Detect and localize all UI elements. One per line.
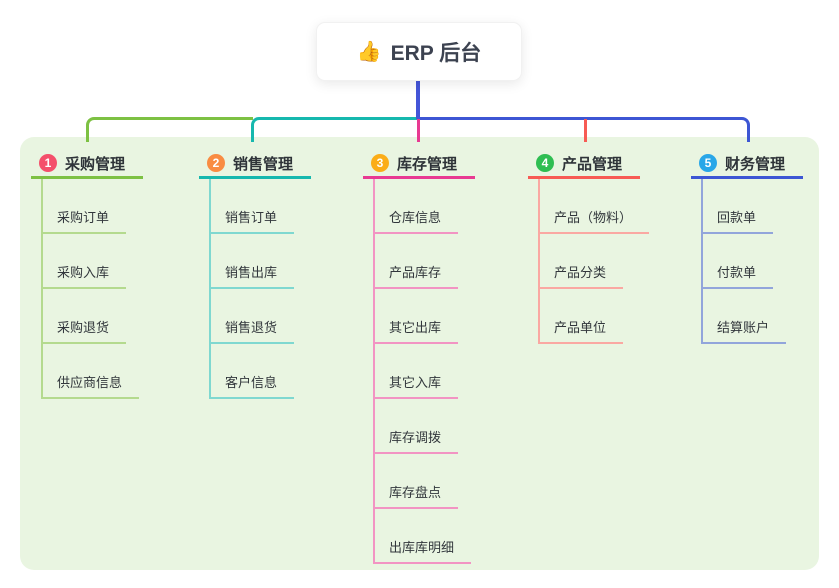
root-node[interactable]: 👍 ERP 后台 <box>316 22 522 81</box>
branch-3: 3 库存管理仓库信息产品库存其它出库其它入库库存调拨库存盘点出库库明细 <box>363 150 475 564</box>
branch-connector-line <box>419 117 750 142</box>
child-node[interactable]: 销售退货 <box>209 320 295 344</box>
child-node[interactable]: 销售出库 <box>209 265 295 289</box>
child-row: 产品库存 <box>373 234 475 289</box>
branch-number-badge: 4 <box>536 154 554 172</box>
branch-node[interactable]: 3 库存管理 <box>363 150 475 179</box>
thumbs-up-icon: 👍 <box>356 41 382 63</box>
branch-number-badge: 5 <box>699 154 717 172</box>
branch-number-badge: 3 <box>371 154 389 172</box>
child-node[interactable]: 回款单 <box>701 210 774 234</box>
branch-children: 产品（物料） 产品分类产品单位 <box>538 179 650 344</box>
child-node[interactable]: 产品单位 <box>538 320 624 344</box>
branch-children: 销售订单销售出库销售退货客户信息 <box>209 179 311 399</box>
child-row: 采购订单 <box>41 179 143 234</box>
branch-connector-drop <box>417 119 420 142</box>
child-node[interactable]: 采购订单 <box>41 210 127 234</box>
children-connector-line <box>538 179 540 344</box>
child-node[interactable]: 付款单 <box>701 265 774 289</box>
child-node[interactable]: 采购退货 <box>41 320 127 344</box>
child-node[interactable]: 其它出库 <box>373 320 459 344</box>
branch-title: 库存管理 <box>397 155 458 173</box>
branch-title: 采购管理 <box>65 155 126 173</box>
child-node[interactable]: 销售订单 <box>209 210 295 234</box>
branch-connector-line <box>251 117 419 142</box>
child-row: 采购入库 <box>41 234 143 289</box>
child-row: 回款单 <box>701 179 803 234</box>
branch-connector-drop <box>584 119 587 142</box>
child-node[interactable]: 结算账户 <box>701 320 787 344</box>
child-row: 采购退货 <box>41 289 143 344</box>
branch-node[interactable]: 5 财务管理 <box>691 150 803 179</box>
branch-4: 4 产品管理产品（物料） 产品分类产品单位 <box>528 150 650 344</box>
child-node[interactable]: 出库库明细 <box>373 540 472 564</box>
branch-number-badge: 2 <box>207 154 225 172</box>
child-row: 销售退货 <box>209 289 311 344</box>
child-row: 结算账户 <box>701 289 803 344</box>
child-node[interactable]: 供应商信息 <box>41 375 140 399</box>
child-row: 库存盘点 <box>373 454 475 509</box>
child-row: 客户信息 <box>209 344 311 399</box>
child-node[interactable]: 仓库信息 <box>373 210 459 234</box>
branch-children: 采购订单采购入库采购退货供应商信息 <box>41 179 143 399</box>
branch-2: 2 销售管理销售订单销售出库销售退货客户信息 <box>199 150 311 399</box>
child-row: 库存调拨 <box>373 399 475 454</box>
children-connector-line <box>209 179 211 399</box>
child-row: 产品单位 <box>538 289 649 344</box>
child-row: 付款单 <box>701 234 803 289</box>
child-row: 产品（物料） <box>538 179 650 234</box>
children-connector-line <box>373 179 375 564</box>
root-node-label: ERP 后台 <box>390 41 482 65</box>
branch-title: 产品管理 <box>562 155 623 173</box>
branch-5: 5 财务管理回款单付款单结算账户 <box>691 150 803 344</box>
child-row: 产品分类 <box>538 234 649 289</box>
branch-node[interactable]: 2 销售管理 <box>199 150 311 179</box>
child-node[interactable]: 采购入库 <box>41 265 127 289</box>
branch-node[interactable]: 4 产品管理 <box>528 150 640 179</box>
branch-title: 销售管理 <box>233 155 294 173</box>
child-row: 销售出库 <box>209 234 311 289</box>
branch-children: 回款单付款单结算账户 <box>701 179 803 344</box>
child-node[interactable]: 产品库存 <box>373 265 459 289</box>
branch-node[interactable]: 1 采购管理 <box>31 150 143 179</box>
child-row: 销售订单 <box>209 179 311 234</box>
child-node[interactable]: 客户信息 <box>209 375 295 399</box>
child-row: 仓库信息 <box>373 179 475 234</box>
branch-title: 财务管理 <box>725 155 786 173</box>
child-row: 出库库明细 <box>373 509 475 564</box>
child-node[interactable]: 产品分类 <box>538 265 624 289</box>
branch-1: 1 采购管理采购订单采购入库采购退货供应商信息 <box>31 150 143 399</box>
root-connector-line <box>416 81 420 119</box>
child-row: 供应商信息 <box>41 344 143 399</box>
branch-number-badge: 1 <box>39 154 57 172</box>
child-row: 其它入库 <box>373 344 475 399</box>
branch-connector-line <box>86 117 253 142</box>
child-node[interactable]: 产品（物料） <box>538 210 650 234</box>
child-node[interactable]: 其它入库 <box>373 375 459 399</box>
child-node[interactable]: 库存调拨 <box>373 430 459 454</box>
child-node[interactable]: 库存盘点 <box>373 485 459 509</box>
child-row: 其它出库 <box>373 289 475 344</box>
children-connector-line <box>701 179 703 344</box>
branches-panel <box>20 137 819 570</box>
children-connector-line <box>41 179 43 399</box>
branch-children: 仓库信息产品库存其它出库其它入库库存调拨库存盘点出库库明细 <box>373 179 475 564</box>
